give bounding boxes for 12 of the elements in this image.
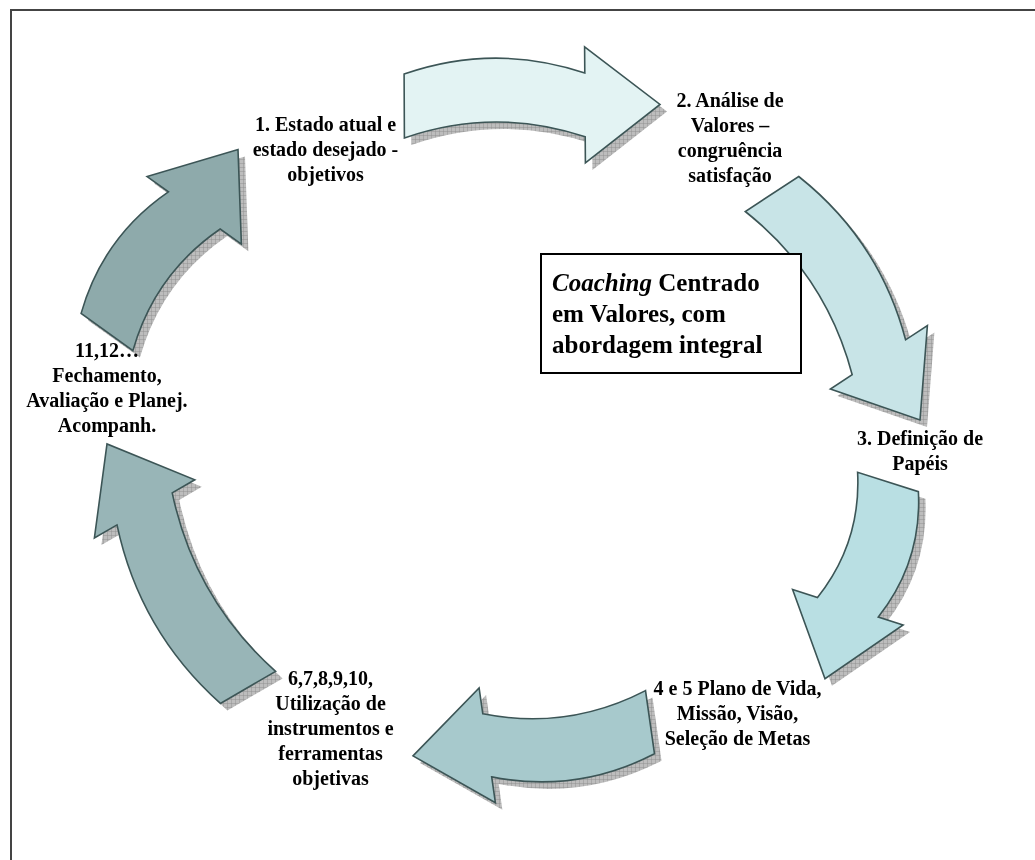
block-arrow: [412, 687, 662, 810]
step-label: 4 e 5 Plano de Vida, Missão, Visão, Seleção de Metas: [650, 670, 825, 757]
step-label: 6,7,8,9,10, Utilização de instrumentos e ferramentas objetivas: [248, 660, 413, 797]
title-box: Coaching Centrado em Valores, com abordagem integral: [540, 253, 802, 374]
block-arrow: [403, 46, 667, 170]
step-label: 1. Estado atual e estado desejado - objetivos: [238, 106, 413, 193]
block-arrow: [791, 471, 926, 686]
block-arrow: [93, 443, 283, 711]
step-label: 11,12… Fechamento, Avaliação e Planej. Acompanh.: [22, 332, 192, 444]
step-label: 2. Análise de Valores – congruência satisfação: [660, 82, 800, 194]
block-arrow: [80, 148, 249, 358]
step-label: 3. Definição de Papéis: [840, 420, 1000, 482]
